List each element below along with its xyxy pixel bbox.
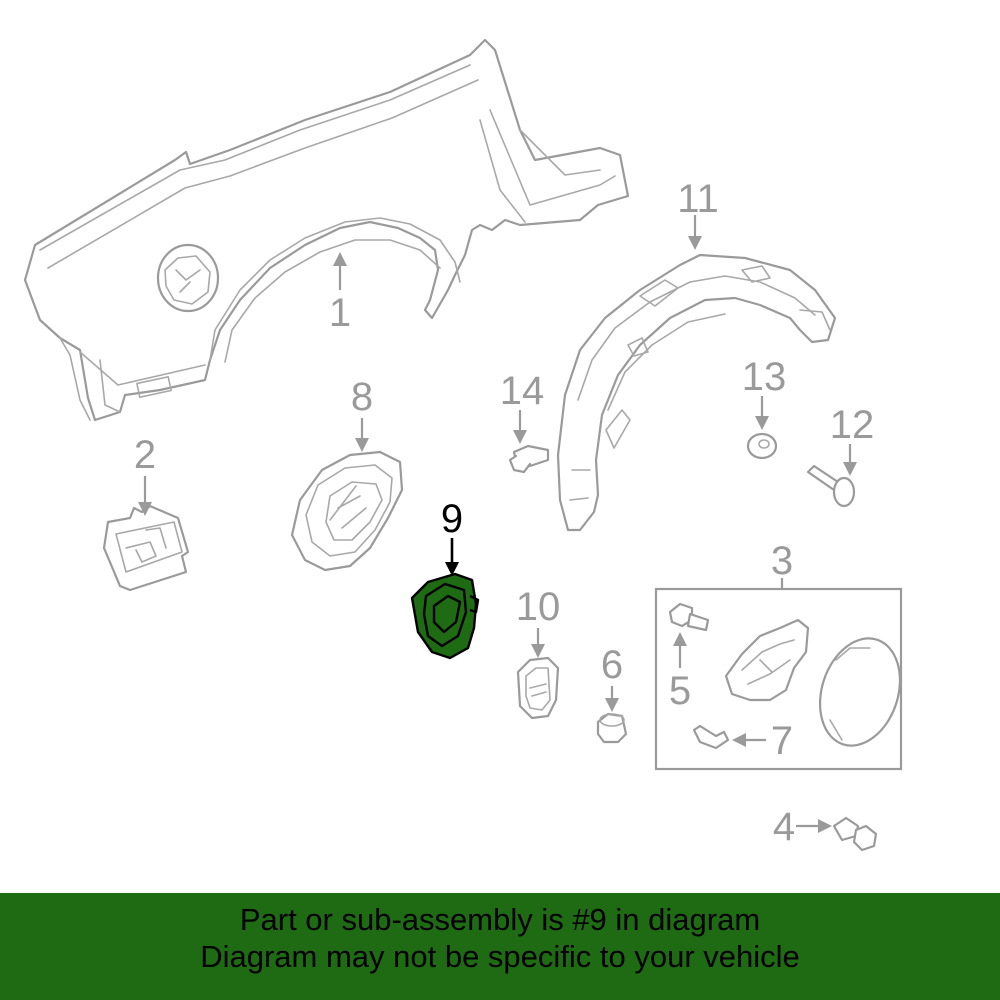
part-4-bolt[interactable] bbox=[832, 816, 878, 852]
part-3-fuel-door-assembly[interactable] bbox=[654, 587, 913, 771]
info-banner: Part or sub-assembly is #9 in diagram Di… bbox=[0, 893, 1000, 1000]
part-11-wheel-liner[interactable] bbox=[556, 253, 837, 532]
part-8-filler-housing[interactable] bbox=[290, 450, 404, 572]
banner-line-2: Diagram may not be specific to your vehi… bbox=[200, 939, 800, 974]
callout-10: 10 bbox=[516, 585, 561, 629]
part-13-nut[interactable] bbox=[746, 432, 778, 460]
part-1-quarter-panel[interactable] bbox=[23, 38, 630, 422]
part-7-clip[interactable] bbox=[692, 724, 730, 750]
part-6-bushing[interactable] bbox=[596, 712, 628, 744]
callout-13: 13 bbox=[742, 355, 787, 399]
callout-1: 1 bbox=[329, 291, 351, 335]
callout-2: 2 bbox=[134, 433, 156, 477]
callout-3: 3 bbox=[771, 539, 793, 583]
callout-numbers: 1 2 3 4 5 6 7 8 9 10 11 12 13 14 bbox=[134, 177, 874, 849]
part-2-bracket[interactable] bbox=[102, 504, 190, 592]
callout-11: 11 bbox=[677, 177, 719, 221]
callout-6: 6 bbox=[601, 643, 623, 687]
callout-9-highlighted: 9 bbox=[441, 497, 463, 541]
callout-7: 7 bbox=[771, 719, 793, 763]
callout-12: 12 bbox=[830, 403, 875, 447]
exploded-parts-diagram: 1 2 3 4 5 6 7 8 9 10 11 12 13 14 bbox=[23, 38, 913, 852]
callout-5: 5 bbox=[669, 669, 691, 713]
callout-4: 4 bbox=[773, 805, 795, 849]
banner-line-1: Part or sub-assembly is #9 in diagram bbox=[239, 902, 761, 937]
part-14-push-pin[interactable] bbox=[508, 444, 550, 474]
part-5-bolt[interactable] bbox=[668, 602, 710, 632]
part-9-filler-pocket-highlighted[interactable] bbox=[410, 572, 480, 660]
part-12-push-rivet[interactable] bbox=[806, 464, 856, 508]
callout-14: 14 bbox=[500, 369, 545, 413]
part-10-seal[interactable] bbox=[516, 656, 560, 720]
callout-arrows bbox=[138, 215, 857, 833]
callout-8: 8 bbox=[351, 375, 373, 419]
